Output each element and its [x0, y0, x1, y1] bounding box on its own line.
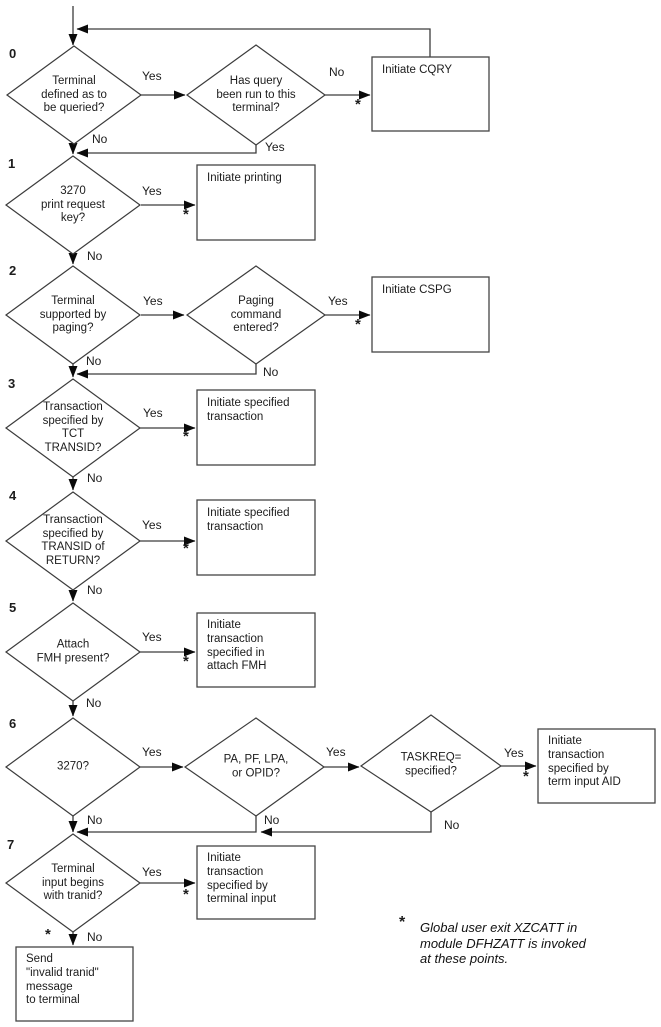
decision-paging-command	[185, 265, 327, 365]
step-7-number: 7	[7, 837, 15, 852]
edge-aid-no-return	[76, 816, 257, 837]
exit-star-tct: *	[183, 428, 189, 445]
exit-star-terminal-input: *	[183, 886, 189, 903]
decision-6-question: 3270?	[57, 760, 89, 773]
decision-aid-keys	[183, 717, 326, 817]
step-2-number: 2	[9, 263, 17, 278]
step-6-number: 6	[9, 716, 17, 731]
branch-aid-yes-label: Yes	[326, 745, 346, 759]
decision-taskreq-question: TASKREQ= specified?	[400, 751, 462, 778]
process-initiate-printing-label: Initiate printing	[207, 172, 282, 184]
decision-0-question: Terminal defined as to be queried?	[41, 74, 107, 114]
step-4-number: 4	[9, 488, 17, 503]
step-5-number: 5	[9, 600, 17, 615]
process-initiate-return-transaction	[196, 499, 316, 576]
decision-paging-question: Paging command entered?	[230, 294, 282, 334]
branch-taskreq-no-label: No	[444, 818, 460, 832]
exit-star-cspg: *	[355, 316, 361, 333]
decision-3-tct-transid	[4, 378, 142, 478]
process-send-invalid-tranid	[15, 946, 134, 1022]
process-initiate-cspg-label: Initiate CSPG	[382, 284, 452, 296]
edge-paging-no-return	[76, 364, 257, 379]
process-initiate-tct-transaction	[196, 389, 316, 466]
process-initiate-terminal-input-transaction	[196, 845, 316, 920]
exit-star-invalid: *	[45, 926, 51, 943]
decision-4-question: Transaction specified by TRANSID of RETU…	[41, 514, 105, 567]
decision-2-question: Terminal supported by paging?	[39, 294, 107, 334]
process-initiate-aid-transaction	[537, 728, 656, 804]
branch-step5-no-label: No	[86, 696, 102, 710]
branch-taskreq-yes-label: Yes	[504, 746, 524, 760]
branch-step0-no-label: No	[92, 132, 108, 146]
branch-step1-yes-label: Yes	[142, 184, 162, 198]
branch-step3-yes-label: Yes	[143, 406, 163, 420]
branch-query-no-label: No	[329, 65, 345, 79]
branch-step2-no-label: No	[86, 354, 102, 368]
exit-star-return: *	[183, 540, 189, 557]
branch-step3-no-label: No	[87, 471, 103, 485]
branch-paging-yes-label: Yes	[328, 294, 348, 308]
process-initiate-fmh-transaction	[196, 612, 316, 688]
process-initiate-printing	[196, 164, 316, 241]
branch-step6-no-label: No	[87, 813, 103, 827]
decision-query-question: Has query been run to this terminal?	[216, 74, 296, 114]
decision-1-question: 3270 print request key?	[41, 184, 105, 224]
exit-star-fmh: *	[183, 653, 189, 670]
process-initiate-cspg	[371, 276, 490, 353]
process-initiate-fmh-label: Initiate transaction specified in attach…	[207, 619, 267, 673]
decision-6-3270	[4, 717, 142, 817]
branch-aid-no-label: No	[264, 813, 280, 827]
edge-taskreq-no-return	[260, 812, 432, 837]
branch-step1-no-label: No	[87, 249, 103, 263]
exit-star-printing: *	[183, 206, 189, 223]
branch-step5-yes-label: Yes	[142, 630, 162, 644]
branch-step0-yes-label: Yes	[142, 69, 162, 83]
process-initiate-aid-label: Initiate transaction specified by term i…	[548, 735, 621, 789]
step-0-number: 0	[9, 46, 17, 61]
branch-step7-no-label: No	[87, 930, 103, 944]
process-send-invalid-label: Send "invalid tranid" message to termina…	[26, 953, 99, 1007]
decision-2-paging-supported	[4, 265, 142, 365]
footnote-star-marker: *	[399, 914, 406, 931]
branch-step4-yes-label: Yes	[142, 518, 162, 532]
edge-cqry-feedback-loop	[76, 24, 431, 57]
branch-step4-no-label: No	[87, 583, 103, 597]
branch-step7-yes-label: Yes	[142, 865, 162, 879]
decision-query-run	[185, 44, 327, 146]
decision-1-print-request	[4, 155, 142, 255]
decision-0-terminal-queried	[5, 45, 143, 145]
decision-4-return-transid	[4, 491, 142, 591]
step-3-number: 3	[8, 376, 16, 391]
edge-query-yes-return	[76, 145, 257, 158]
process-initiate-terminal-input-label: Initiate transaction specified by termin…	[207, 852, 277, 906]
branch-paging-no-label: No	[263, 365, 279, 379]
decision-7-question: Terminal input begins with tranid?	[41, 862, 105, 902]
branch-step2-yes-label: Yes	[143, 294, 163, 308]
decision-5-question: Attach FMH present?	[36, 638, 110, 665]
exit-star-cqry: *	[355, 96, 361, 113]
decision-7-input-tranid	[4, 833, 142, 933]
decision-3-question: Transaction specified by TCT TRANSID?	[42, 401, 104, 454]
decision-5-attach-fmh	[4, 602, 142, 702]
branch-query-yes-label: Yes	[265, 140, 285, 154]
decision-aid-question: PA, PF, LPA, or OPID?	[223, 753, 289, 780]
exit-star-aid: *	[523, 768, 529, 785]
process-initiate-cqry	[371, 56, 490, 132]
process-initiate-cqry-label: Initiate CQRY	[382, 64, 453, 76]
branch-step6-yes-label: Yes	[142, 745, 162, 759]
footnote-text: Global user exit XZCATT in module DFHZAT…	[420, 920, 586, 966]
step-1-number: 1	[8, 156, 16, 171]
process-initiate-return-label: Initiate specified transaction	[207, 507, 290, 533]
process-initiate-tct-label: Initiate specified transaction	[207, 397, 290, 423]
decision-taskreq	[359, 714, 503, 813]
